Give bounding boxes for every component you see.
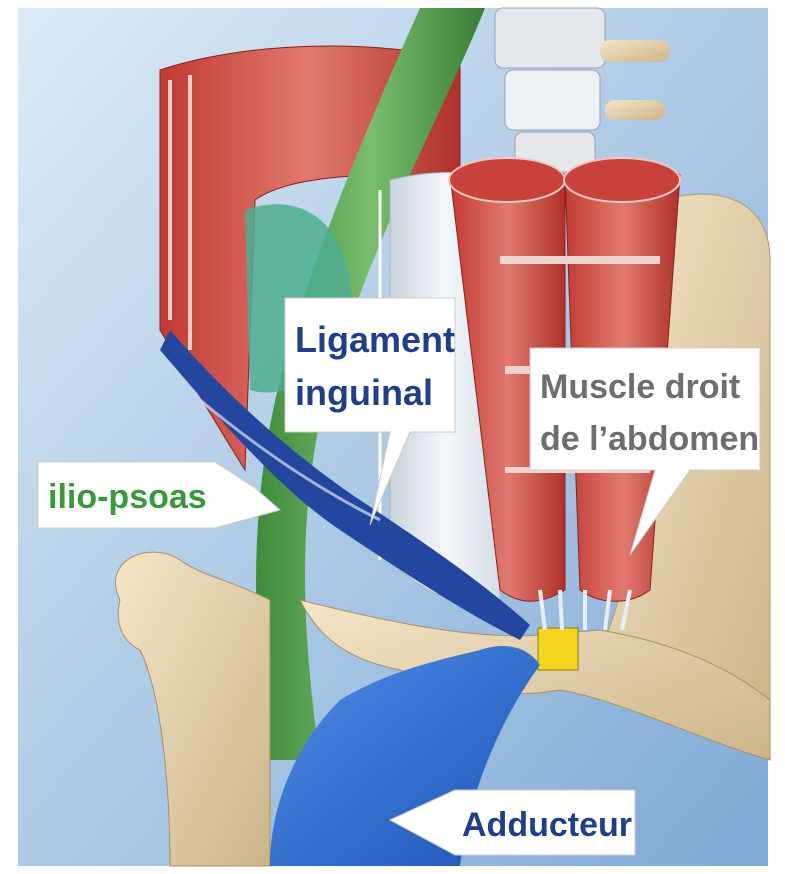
label-muscle-line2: de l’abdomen xyxy=(540,420,759,458)
pubic-symphysis xyxy=(538,628,578,670)
label-muscle-line1: Muscle droit xyxy=(540,368,740,406)
label-ilio-psoas-text: ilio-psoas xyxy=(48,478,207,516)
label-ligament-line1: Ligament xyxy=(295,319,455,360)
label-adducteur-text: Adducteur xyxy=(462,806,632,844)
label-ligament-line2: inguinal xyxy=(295,372,433,413)
